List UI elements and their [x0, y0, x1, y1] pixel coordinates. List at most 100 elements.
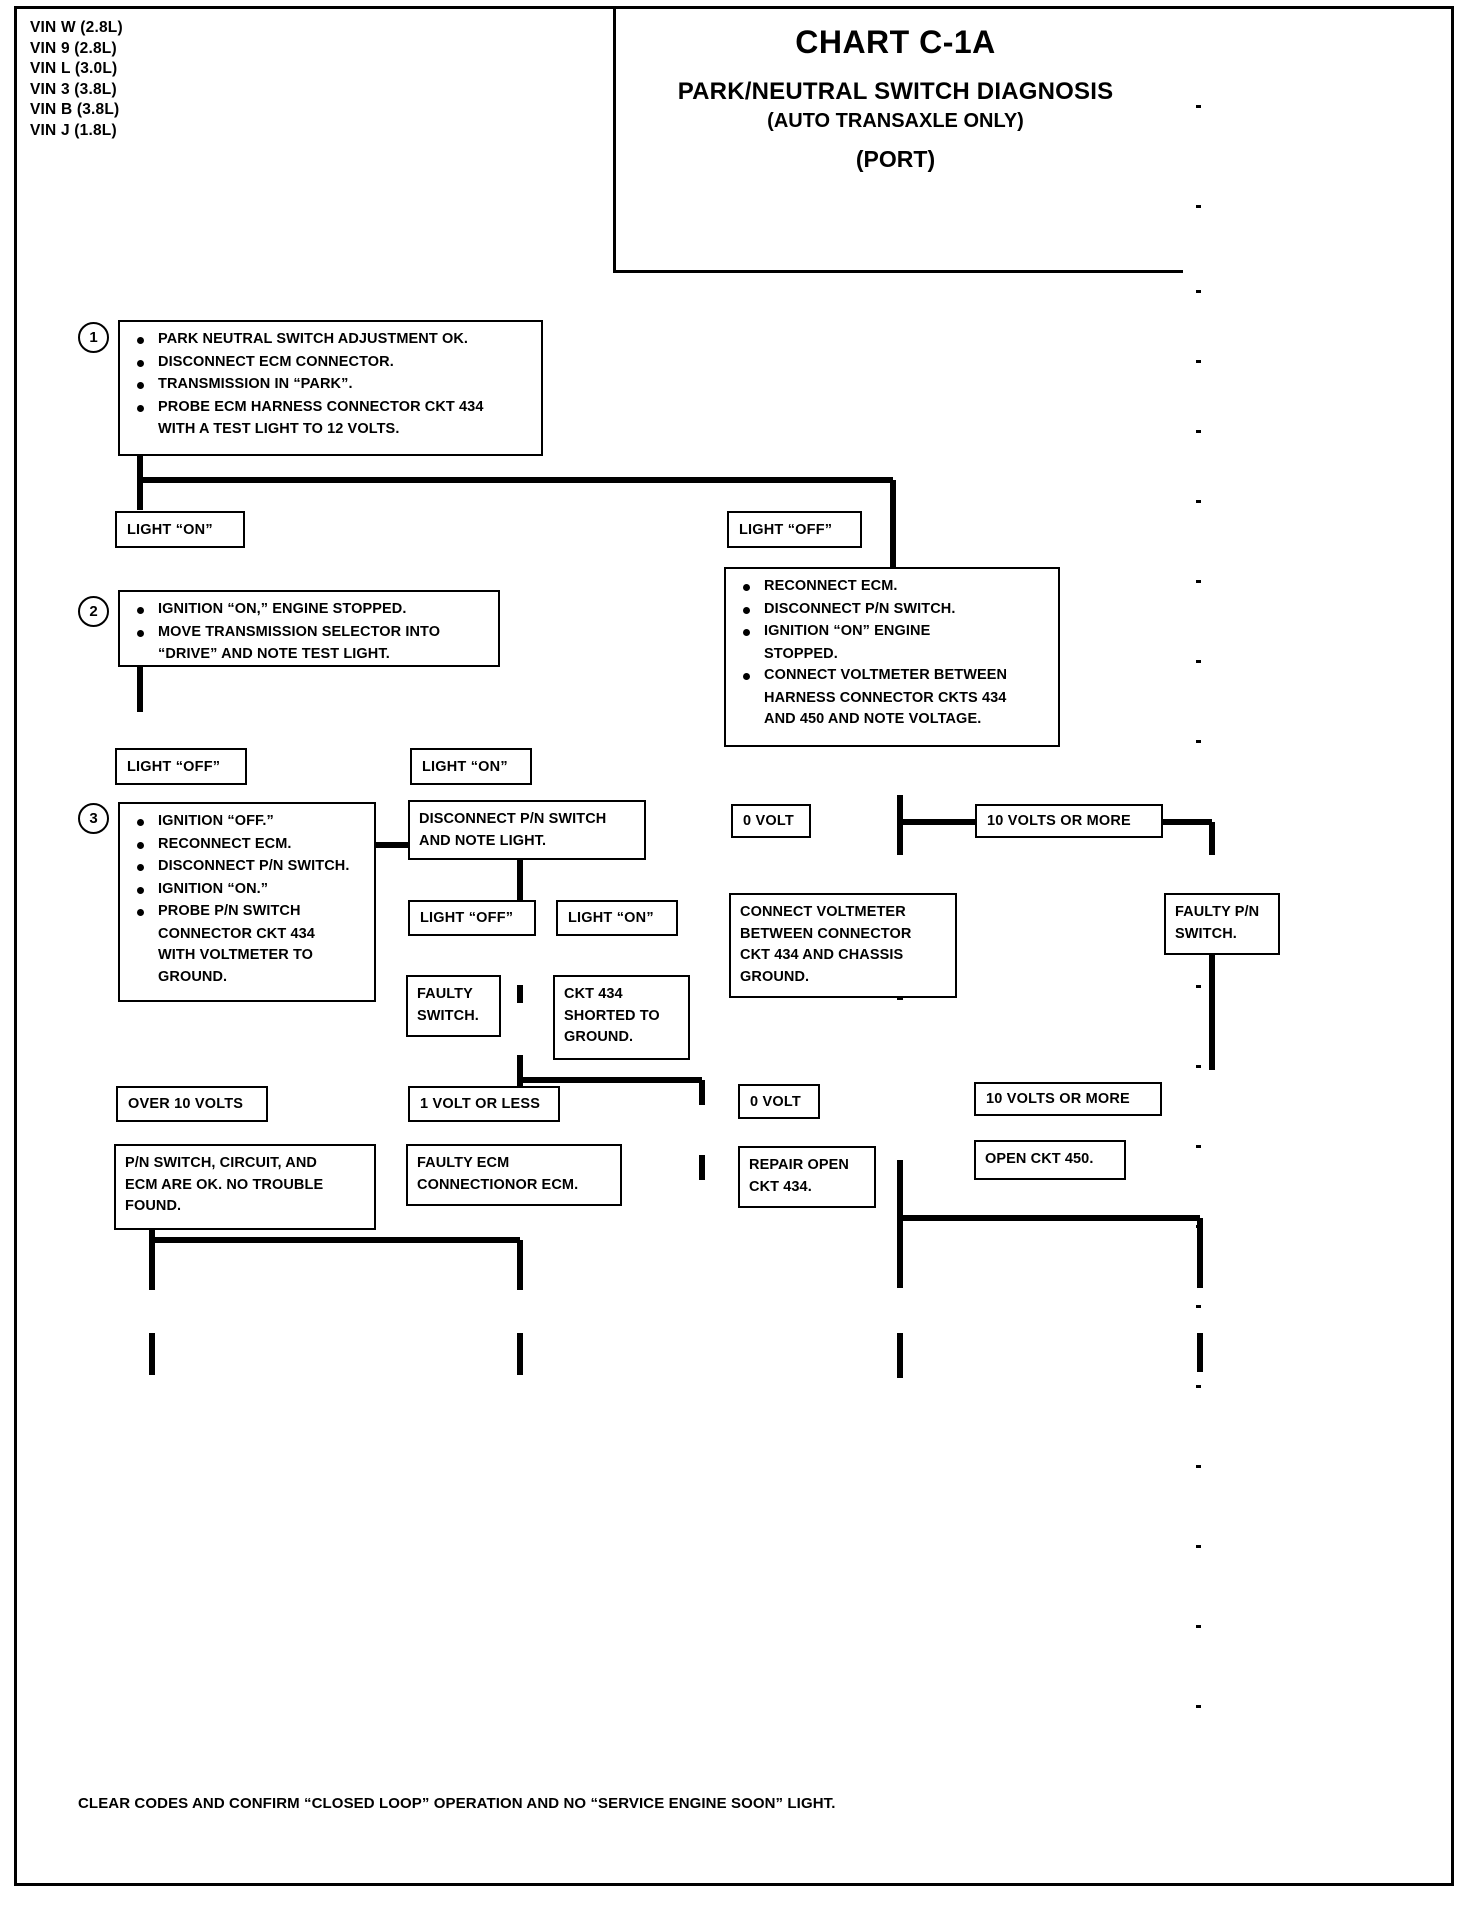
node-step2-bullet: MOVE TRANSMISSION SELECTOR INTO: [129, 622, 489, 644]
label-light-on-1[interactable]: LIGHT “ON”: [115, 511, 245, 548]
node-repair-open-line: REPAIR OPEN: [749, 1157, 849, 1173]
node-repair-open-line: CKT 434.: [749, 1178, 812, 1195]
node-step1-bullet-cont: WITH A TEST LIGHT TO 12 VOLTS.: [158, 421, 400, 437]
node-repair-open-ckt[interactable]: REPAIR OPEN CKT 434.: [738, 1146, 876, 1208]
chart-subtitle-3: (PORT): [855, 146, 936, 172]
margin-tick: [1196, 1305, 1201, 1308]
margin-tick: [1196, 205, 1201, 208]
step-number-1: 1: [78, 322, 109, 353]
node-step3-bullet-cont: GROUND.: [158, 968, 228, 985]
node-step3-bullet: DISCONNECT P/N SWITCH.: [129, 856, 365, 878]
node-reconnect-bullet-cont: STOPPED.: [764, 645, 838, 662]
node-connect-voltmeter[interactable]: CONNECT VOLTMETER BETWEEN CONNECTOR CKT …: [729, 893, 957, 998]
node-all-ok-line: FOUND.: [125, 1198, 182, 1214]
node-connect-voltmeter-line: CONNECT VOLTMETER: [740, 904, 906, 920]
chart-title: CHART C-1A: [795, 24, 996, 60]
label-light-off-1[interactable]: LIGHT “OFF”: [727, 511, 862, 548]
margin-tick: [1196, 430, 1201, 433]
label-zero-volt-2[interactable]: 0 VOLT: [738, 1084, 820, 1119]
node-step1-bullet: TRANSMISSION IN “PARK”.: [129, 374, 532, 396]
node-faulty-pn-line: FAULTY P/N: [1175, 904, 1260, 920]
node-step3-bullet: PROBE P/N SWITCH: [129, 901, 365, 923]
node-reconnect-bullet: CONNECT VOLTMETER BETWEEN: [735, 665, 1049, 687]
label-over-10-volts[interactable]: OVER 10 VOLTS: [116, 1086, 268, 1122]
node-step1-bullet: PARK NEUTRAL SWITCH ADJUSTMENT OK.: [129, 329, 532, 351]
page-border: [14, 6, 1454, 1886]
node-all-ok-line: ECM ARE OK. NO TROUBLE: [125, 1176, 324, 1193]
label-light-off-3[interactable]: LIGHT “OFF”: [408, 900, 536, 936]
step-number-3: 3: [78, 803, 109, 834]
node-step3-bullet-cont: WITH VOLTMETER TO: [158, 947, 314, 963]
node-step2[interactable]: IGNITION “ON,” ENGINE STOPPED. MOVE TRAN…: [118, 590, 500, 667]
node-step3-bullet: IGNITION “OFF.”: [129, 811, 365, 833]
node-step3-bullet: RECONNECT ECM.: [129, 834, 365, 856]
margin-tick: [1196, 1705, 1201, 1708]
node-reconnect-bullet: IGNITION “ON” ENGINE: [735, 621, 1049, 643]
node-ckt-shorted-line: SHORTED TO: [564, 1007, 660, 1024]
node-faulty-switch-line: SWITCH.: [417, 1007, 479, 1024]
label-light-off-2[interactable]: LIGHT “OFF”: [115, 748, 247, 785]
vin-item: VIN 9 (2.8L): [30, 39, 117, 57]
node-step1[interactable]: PARK NEUTRAL SWITCH ADJUSTMENT OK. DISCO…: [118, 320, 543, 456]
vin-item: VIN W (2.8L): [30, 19, 123, 36]
label-ten-volts-or-more-2[interactable]: 10 VOLTS OR MORE: [974, 1082, 1162, 1116]
node-ckt-shorted-line: CKT 434: [564, 986, 623, 1002]
margin-tick: [1196, 740, 1201, 743]
margin-tick: [1196, 105, 1201, 108]
node-reconnect-ecm[interactable]: RECONNECT ECM. DISCONNECT P/N SWITCH. IG…: [724, 567, 1060, 747]
footer-note: CLEAR CODES AND CONFIRM “CLOSED LOOP” OP…: [78, 1795, 836, 1812]
node-step2-bullet: IGNITION “ON,” ENGINE STOPPED.: [129, 599, 489, 621]
step-number-2: 2: [78, 596, 109, 627]
label-zero-volt-1[interactable]: 0 VOLT: [731, 804, 811, 838]
node-open-ckt-450[interactable]: OPEN CKT 450.: [974, 1140, 1126, 1180]
node-connect-voltmeter-line: CKT 434 AND CHASSIS: [740, 947, 904, 963]
margin-tick: [1196, 1625, 1201, 1628]
node-reconnect-bullet-cont: AND 450 AND NOTE VOLTAGE.: [764, 711, 982, 727]
margin-tick: [1196, 1145, 1201, 1148]
node-faulty-ecm[interactable]: FAULTY ECM CONNECTIONOR ECM.: [406, 1144, 622, 1206]
node-faulty-pn-switch[interactable]: FAULTY P/N SWITCH.: [1164, 893, 1280, 955]
node-reconnect-bullet: RECONNECT ECM.: [735, 576, 1049, 598]
vin-item: VIN 3 (3.8L): [30, 80, 117, 98]
margin-tick: [1196, 660, 1201, 663]
node-connect-voltmeter-line: BETWEEN CONNECTOR: [740, 925, 912, 942]
node-ckt-shorted-to-ground[interactable]: CKT 434 SHORTED TO GROUND.: [553, 975, 690, 1060]
margin-tick: [1196, 360, 1201, 363]
vin-list: VIN W (2.8L) VIN 9 (2.8L) VIN L (3.0L) V…: [30, 18, 123, 141]
chart-subtitle-1: PARK/NEUTRAL SWITCH DIAGNOSIS: [677, 78, 1114, 105]
label-ten-volts-or-more-1[interactable]: 10 VOLTS OR MORE: [975, 804, 1163, 838]
node-disconnect-line: AND NOTE LIGHT.: [419, 832, 547, 849]
node-faulty-switch[interactable]: FAULTY SWITCH.: [406, 975, 501, 1037]
vin-item: VIN B (3.8L): [30, 101, 120, 118]
node-connect-voltmeter-line: GROUND.: [740, 968, 810, 985]
node-step1-bullet: DISCONNECT ECM CONNECTOR.: [129, 352, 532, 374]
node-step3[interactable]: IGNITION “OFF.” RECONNECT ECM. DISCONNEC…: [118, 802, 376, 1002]
margin-tick: [1196, 1065, 1201, 1068]
label-light-on-2[interactable]: LIGHT “ON”: [410, 748, 532, 785]
margin-tick: [1196, 1385, 1201, 1388]
node-reconnect-bullet-cont: HARNESS CONNECTOR CKTS 434: [764, 689, 1007, 706]
node-open-ckt-450-line: OPEN CKT 450.: [985, 1151, 1094, 1168]
node-faulty-pn-line: SWITCH.: [1175, 925, 1237, 942]
node-disconnect-pn-switch[interactable]: DISCONNECT P/N SWITCH AND NOTE LIGHT.: [408, 800, 646, 860]
node-step3-bullet-cont: CONNECTOR CKT 434: [158, 925, 315, 942]
node-all-ok-line: P/N SWITCH, CIRCUIT, AND: [125, 1155, 317, 1171]
node-faulty-ecm-line: CONNECTIONOR ECM.: [417, 1176, 579, 1193]
node-all-ok[interactable]: P/N SWITCH, CIRCUIT, AND ECM ARE OK. NO …: [114, 1144, 376, 1230]
node-step3-bullet: IGNITION “ON.”: [129, 879, 365, 901]
margin-tick: [1196, 580, 1201, 583]
label-1-volt-or-less[interactable]: 1 VOLT OR LESS: [408, 1086, 560, 1122]
margin-tick: [1196, 1465, 1201, 1468]
label-light-on-3[interactable]: LIGHT “ON”: [556, 900, 678, 936]
chart-subtitle-2: (AUTO TRANSAXLE ONLY): [767, 110, 1024, 132]
node-reconnect-bullet: DISCONNECT P/N SWITCH.: [735, 599, 1049, 621]
node-faulty-switch-line: FAULTY: [417, 986, 473, 1002]
title-block: CHART C-1A PARK/NEUTRAL SWITCH DIAGNOSIS…: [613, 6, 1183, 273]
node-ckt-shorted-line: GROUND.: [564, 1029, 634, 1045]
margin-tick: [1196, 500, 1201, 503]
node-step1-bullet: PROBE ECM HARNESS CONNECTOR CKT 434: [129, 397, 532, 419]
node-faulty-ecm-line: FAULTY ECM: [417, 1155, 510, 1171]
margin-tick: [1196, 1545, 1201, 1548]
node-disconnect-line: DISCONNECT P/N SWITCH: [419, 811, 607, 827]
